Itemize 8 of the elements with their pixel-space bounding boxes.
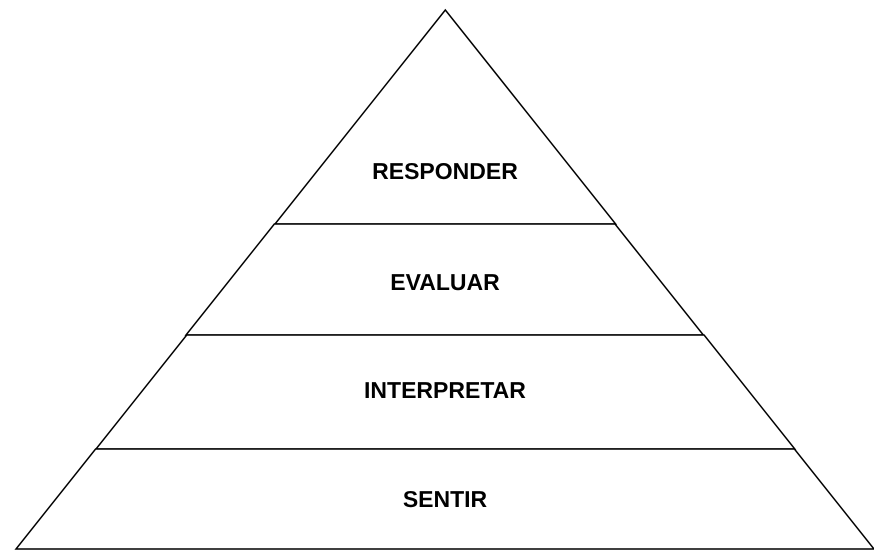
pyramid-top-level	[274, 10, 616, 224]
level-label: EVALUAR	[389, 269, 501, 296]
pyramid-level	[186, 224, 704, 335]
level-label: SENTIR	[402, 486, 488, 513]
pyramid-level	[96, 335, 794, 449]
level-label: RESPONDER	[371, 158, 519, 185]
pyramid-level	[16, 449, 874, 549]
level-label: INTERPRETAR	[363, 377, 527, 404]
